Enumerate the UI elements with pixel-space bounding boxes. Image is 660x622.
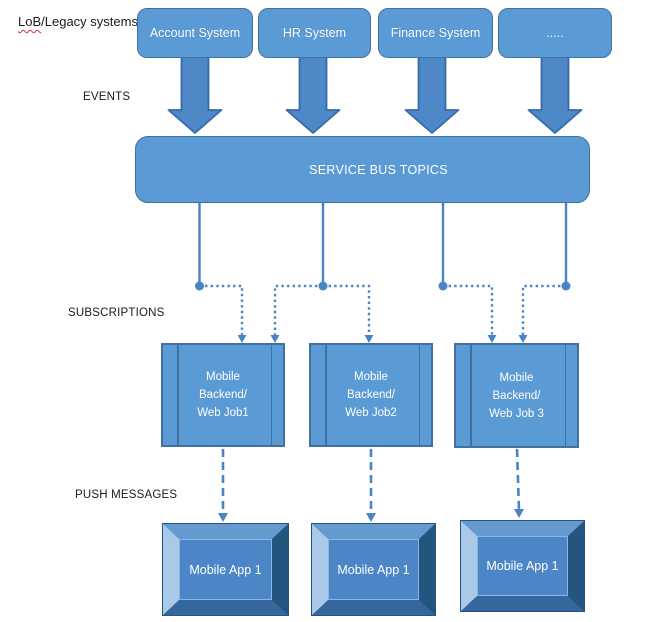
- backend-box-3-inner-line-left: [470, 345, 472, 446]
- backend-box-2-inner-line-right: [418, 345, 420, 445]
- subscriptions-label: SUBSCRIPTIONS: [68, 307, 165, 319]
- events-label: EVENTS: [83, 91, 131, 103]
- system-box-finance: Finance System: [378, 8, 493, 58]
- system-box-hr-label: HR System: [282, 26, 347, 40]
- backend-box-1-line1: Mobile: [206, 371, 240, 383]
- push-arrow-line-3: [515, 448, 521, 511]
- push-arrowhead-1: [218, 513, 228, 522]
- mobile-app-box-1-face: Mobile App 1: [179, 539, 272, 600]
- mobile-app-box-3-label: Mobile App 1: [486, 559, 559, 573]
- event-arrow-4: [527, 56, 583, 134]
- subscription-arrowhead-4a: [518, 335, 528, 343]
- push-arrowhead-3: [514, 509, 524, 518]
- backend-box-3-inner-line-right: [564, 345, 566, 446]
- backend-box-3-line3: Web Job 3: [489, 407, 544, 420]
- subscription-arrowhead-3a: [487, 335, 497, 343]
- push-arrowhead-2: [366, 513, 376, 522]
- backend-box-2-line2: Backend/: [347, 389, 395, 401]
- backend-box-1-line2: Backend/: [199, 389, 247, 401]
- subscription-arrowhead-1a: [237, 335, 247, 343]
- subscription-connector-1a: [199, 284, 244, 336]
- mobile-app-box-3: Mobile App 1: [460, 520, 585, 612]
- system-box-account: Account System: [137, 8, 253, 58]
- system-box-account-label: Account System: [149, 26, 241, 40]
- mobile-app-box-2: Mobile App 1: [311, 523, 436, 616]
- event-arrow-3: [404, 56, 460, 134]
- backend-box-2-line3: Web Job2: [345, 407, 397, 419]
- mobile-app-box-2-label: Mobile App 1: [337, 562, 410, 577]
- subscription-connector-2a: [273, 284, 323, 336]
- backend-box-1-line3: Web Job1: [197, 407, 249, 419]
- backend-box-1-inner-line-left: [177, 345, 179, 445]
- subscription-connector-3a: [443, 284, 494, 336]
- event-arrow-2: [285, 56, 341, 134]
- system-box-ellipsis: .....: [498, 8, 612, 58]
- mobile-app-box-3-face: Mobile App 1: [477, 536, 568, 596]
- mobile-app-box-1-label: Mobile App 1: [189, 562, 262, 577]
- backend-box-3-line1: Mobile: [499, 371, 534, 384]
- event-arrow-1: [167, 56, 223, 134]
- subscription-connector-2b: [323, 284, 371, 336]
- subscription-arrowhead-2b: [364, 335, 374, 343]
- system-box-hr: HR System: [258, 8, 371, 58]
- mobile-app-box-2-face: Mobile App 1: [328, 539, 419, 600]
- backend-box-2-line1: Mobile: [354, 371, 388, 383]
- backend-box-3-line2: Backend/: [492, 389, 541, 402]
- backend-box-1: Mobile Backend/ Web Job1: [161, 343, 285, 447]
- backend-box-3: Mobile Backend/ Web Job 3: [454, 343, 579, 448]
- backend-box-2-inner-line-left: [325, 345, 327, 445]
- backend-box-2: Mobile Backend/ Web Job2: [309, 343, 433, 447]
- service-bus-topics-bar: SERVICE BUS TOPICS: [135, 136, 590, 203]
- lob-spellchecked-text: LoB: [18, 14, 42, 29]
- lob-legacy-systems-label: LoB/Legacy systems: [18, 14, 138, 29]
- mobile-app-box-1: Mobile App 1: [162, 523, 289, 616]
- subscription-connector-4a: [521, 284, 566, 336]
- service-bus-topics-label: SERVICE BUS TOPICS: [309, 162, 448, 177]
- system-box-ellipsis-label: .....: [546, 26, 564, 40]
- lob-rest-text: /Legacy systems: [41, 14, 138, 29]
- system-box-finance-label: Finance System: [390, 26, 481, 40]
- push-messages-label: PUSH MESSAGES: [75, 489, 178, 501]
- backend-box-1-inner-line-right: [270, 345, 272, 445]
- subscription-arrowhead-2a: [270, 335, 280, 343]
